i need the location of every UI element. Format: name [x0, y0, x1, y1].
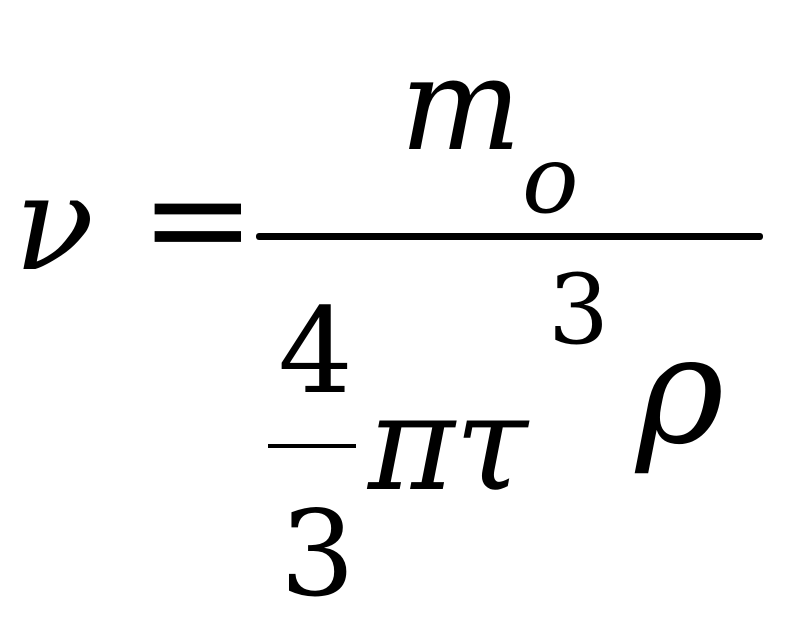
equals-sign: = [140, 138, 256, 299]
lhs-symbol: ν [14, 147, 95, 301]
denominator-trailing-symbol: ρ [636, 304, 725, 478]
small-fraction-numerator: 4 [278, 282, 354, 420]
numerator-subscript: o [522, 126, 579, 235]
main-fraction-bar [256, 233, 763, 240]
denominator-symbols: πτ [368, 367, 528, 521]
denominator-exponent: 3 [548, 254, 610, 366]
numerator-symbol: m [400, 31, 522, 180]
small-fraction-bar [268, 444, 356, 448]
small-fraction-denominator: 3 [280, 485, 356, 623]
